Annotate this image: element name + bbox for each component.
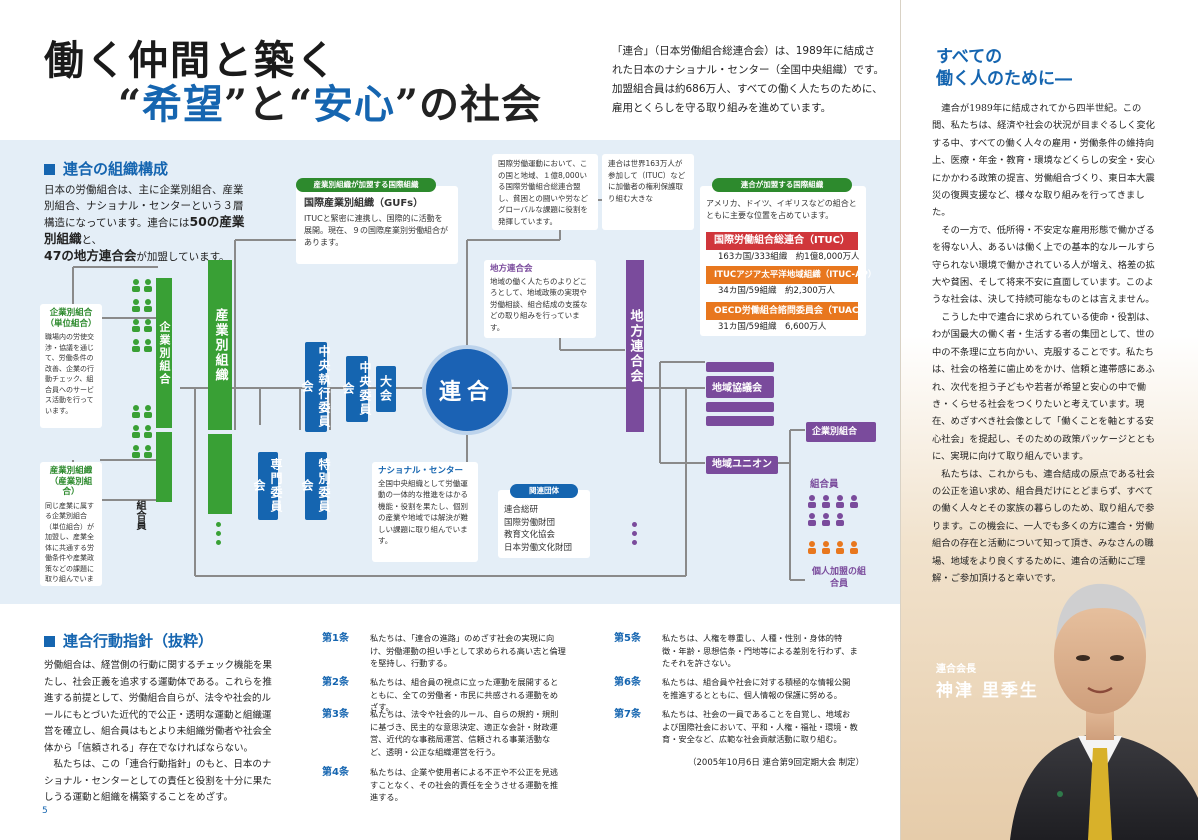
guidelines-signature: （2005年10月6日 連合第9回定期大会 制定）	[688, 758, 865, 768]
ituc-stats: 163カ国/333組織 約1億8,000万人	[706, 250, 860, 265]
regional-council-stack	[706, 402, 774, 412]
gufs-title: 国際産業別組織（GUFs）	[304, 198, 424, 209]
regional-union-label: 地域ユニオン	[706, 456, 778, 474]
right-enterprise-union-label: 企業別組合	[806, 424, 876, 440]
enterprise-union-box: 企業別組合 （単位組合） 職場内の労使交渉・協議を通じて、労働条件の改善、企業の…	[40, 304, 102, 428]
related-org-item: 教育文化協会	[504, 530, 556, 540]
square-bullet-icon	[44, 636, 55, 647]
industrial-org-box: 産業別組織 （産業別組合） 同じ産業に属する企業別組合（単位組合）が加盟し、産業…	[40, 462, 102, 586]
members-left-label: 組合員	[134, 500, 145, 530]
safety-word: 安心	[313, 81, 396, 128]
right-members-label: 組合員	[810, 479, 839, 490]
person-icon	[132, 279, 152, 458]
intl-note-2: 連合は世界163万人が参加して（ITUC）などに加働者の権利保護取り組む大きな	[602, 154, 694, 230]
main-title-line1: 働く仲間と築く	[44, 37, 338, 84]
expert-committee-bar: 専門委員会	[252, 452, 283, 520]
related-orgs-tag: 関連団体	[510, 484, 578, 498]
ellipsis-dot	[632, 531, 637, 536]
right-paragraph: その一方で、低所得・不安定な雇用形態で働かざるを得ない人、あるいは働く上での基本…	[932, 224, 1156, 306]
special-committee-bar: 特別委員会	[300, 452, 331, 520]
org-structure-heading: 連合の組織構成	[44, 158, 168, 179]
rengo-intl-tag: 連合が加盟する国際組織	[712, 178, 852, 192]
ituc-ap-stats: 34カ国/59組織 約2,300万人	[706, 284, 858, 299]
individual-members-label: 個人加盟の組合員	[811, 567, 866, 589]
enterprise-union-bar: 企業別組合	[156, 278, 172, 428]
national-center-box: ナショナル・センター 全国中央組織として労働運動の一体的な推進をはかる機能・役割…	[372, 462, 478, 562]
intl-note-1: 国際労働運動において、この国と地域、１億8,000いる国際労働組合総連合盟し、貧…	[492, 154, 598, 230]
president-title: 連合会長	[936, 664, 976, 675]
industrial-org-bar-lower	[208, 434, 232, 514]
related-org-item: 国際労働財団	[504, 517, 556, 528]
ellipsis-dot	[216, 531, 221, 536]
intro-text: 「連合」（日本労働組合総連合会）は、1989年に結成された日本のナショナル・セン…	[612, 45, 884, 114]
enterprise-union-bar-lower	[156, 432, 172, 502]
purple-members-icon	[808, 495, 858, 526]
individual-members-icon	[808, 541, 858, 554]
rengo-intl-text: アメリカ、ドイツ、イギリスなどの組合とともに主要な位置を占めています。	[706, 199, 857, 220]
central-executive-committee-bar: 中央執行委員会	[300, 342, 331, 432]
industrial-org-bar: 産業別組織	[208, 260, 232, 430]
gufs-text: ITUCと緊密に連携し、国際的に活動を展開。現在、９の国際産業別労働組合がありま…	[304, 214, 448, 247]
ellipsis-dot	[216, 522, 221, 527]
related-org-item: 連合総研	[504, 505, 539, 515]
rengo-circle: 連合	[422, 345, 512, 435]
hope-word: 希望	[142, 81, 225, 128]
right-title: すべての 働く人のために―	[936, 47, 1072, 89]
ituc-ap-label: ITUCアジア太平洋地域組織（ITUC-AP）	[706, 266, 876, 284]
central-committee-bar: 中央委員会	[341, 356, 372, 422]
president-portrait	[1010, 583, 1198, 840]
guidelines-heading: 連合行動指針（抜粋）	[44, 630, 213, 651]
right-paragraph: こうした中で連合に求められている使命・役割は、わが国最大の働く者・生活する者の集…	[932, 311, 1155, 463]
right-paragraph: 連合が1989年に結成されてから四半世紀。この間、私たちは、経済や社会の状況が目…	[932, 103, 1155, 219]
convention-bar: 大会	[376, 366, 396, 412]
main-title-line2: “希望”と“安心”の社会	[118, 81, 543, 128]
related-orgs-box: 関連団体 連合総研 国際労働財団 教育文化協会 日本労働文化財団	[498, 484, 590, 558]
right-page	[900, 0, 1198, 840]
ellipsis-dot	[216, 540, 221, 545]
right-paragraph: 私たちは、これからも、連合結成の原点である社会の公正を追い求め、組合員だけにとど…	[932, 468, 1155, 584]
members-icon-column	[130, 278, 154, 478]
regional-council-label: 地域協議会	[706, 380, 774, 398]
square-bullet-icon	[44, 164, 55, 175]
org-structure-description: 日本の労働組合は、主に企業別組合、産業別組合、ナショナル・センターという３層構造…	[44, 184, 245, 263]
ellipsis-dot	[632, 540, 637, 545]
tuac-label: OECD労働組合諮問委員会（TUAC）	[706, 302, 868, 320]
page-number: 5	[42, 806, 48, 816]
regional-council-stack	[706, 362, 774, 372]
right-body-text: 連合が1989年に結成されてから四半世紀。この間、私たちは、経済や社会の状況が目…	[932, 100, 1158, 587]
guidelines-intro: 労働組合は、経営側の行動に関するチェック機能を果たし、社会正義を追求する運動体で…	[44, 660, 273, 803]
president-name: 神津 里季生	[936, 681, 1039, 701]
tuac-stats: 31カ国/59組織 6,600万人	[706, 320, 858, 335]
ituc-label: 国際労働組合総連合（ITUC）	[706, 232, 858, 250]
gufs-box: 産業別組織が加盟する国際組織 国際産業別組織（GUFs） ITUCと緊密に連携し…	[296, 178, 458, 264]
gufs-tag: 産業別組織が加盟する国際組織	[296, 178, 436, 192]
ellipsis-dot	[632, 522, 637, 527]
local-rengo-box: 地方連合会 地域の働く人たちのよりどころとして、地域政策の実現や労働相談、組合結…	[484, 260, 596, 338]
regional-council-stack	[706, 416, 774, 426]
local-rengo-bar: 地方連合会	[626, 260, 644, 432]
related-org-item: 日本労働文化財団	[504, 542, 573, 553]
